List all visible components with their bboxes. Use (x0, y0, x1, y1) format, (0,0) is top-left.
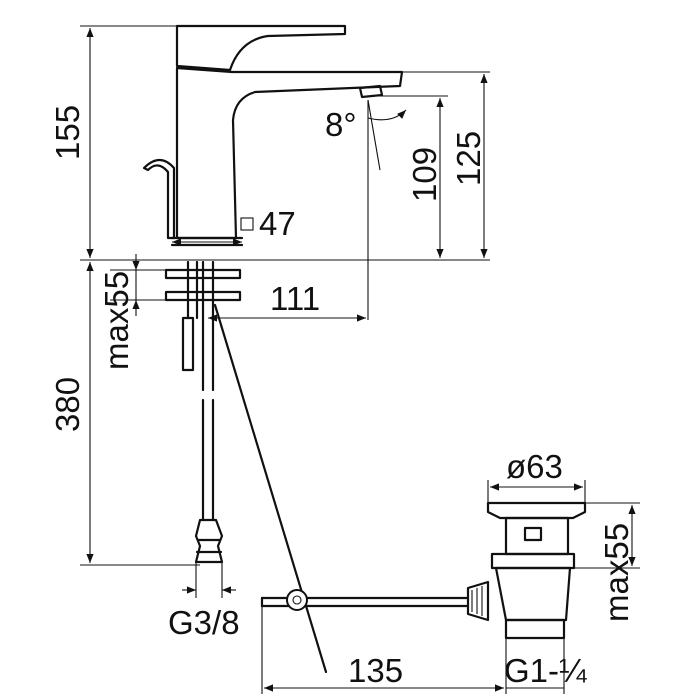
dim-total-height: 155 (49, 105, 86, 160)
dimension-lines (80, 25, 640, 694)
dim-spout-reach: 111 (270, 280, 320, 317)
faucet-handle (175, 24, 347, 72)
dim-hose-length: 380 (49, 377, 86, 432)
pivot-nut (466, 580, 490, 622)
dim-base-size: 47 (259, 205, 296, 242)
faucet-aerator (358, 84, 384, 99)
popup-control-rod (142, 158, 176, 240)
faucet-spout (175, 66, 404, 240)
rod-clamp (286, 589, 308, 611)
dim-outlet-height: 109 (406, 147, 443, 202)
dim-waste-thread: G1-¼ (504, 652, 587, 689)
dim-hose-connection: G3/8 (168, 604, 240, 641)
dim-rod-length: 135 (348, 652, 403, 689)
dim-waste-diameter: ø63 (506, 448, 563, 485)
dim-spout-height: 125 (450, 131, 487, 186)
mounting-hardware (164, 260, 242, 564)
waste-assembly (213, 303, 587, 674)
waste-body (494, 566, 572, 622)
dim-spout-angle: 8° (325, 106, 357, 143)
dim-deck-thickness: max55 (98, 271, 135, 370)
waste-tail (504, 618, 566, 640)
dim-waste-deck-thickness: max55 (598, 523, 635, 622)
popup-plug (486, 501, 587, 520)
